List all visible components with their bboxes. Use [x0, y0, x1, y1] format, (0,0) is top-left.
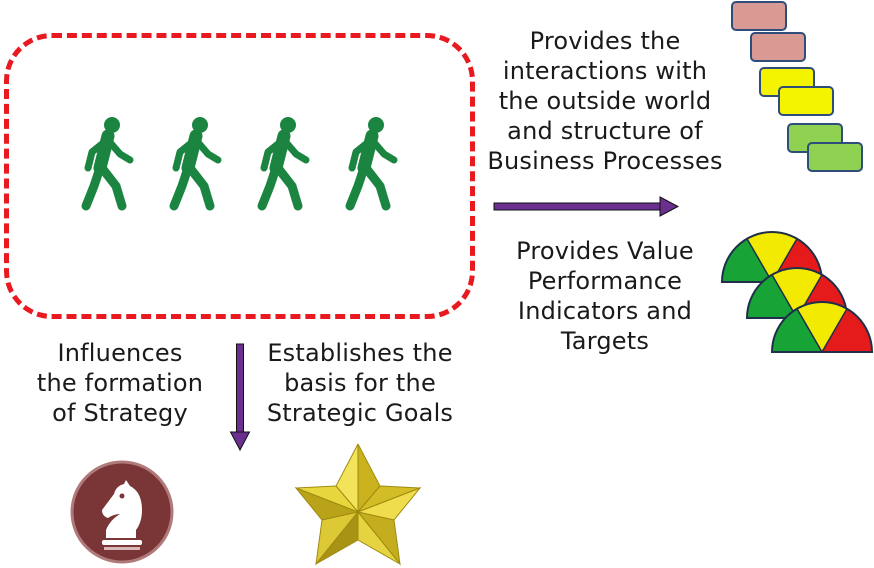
process-blocks-icon: [731, 1, 863, 172]
walking-person-icon: [169, 117, 222, 211]
establishes-goals-text: Establishes the basis for the Strategic …: [266, 339, 454, 427]
value-indicators-text: Provides Value Performance Indicators an…: [516, 237, 694, 355]
influences-strategy-text: Influences the formation of Strategy: [36, 339, 204, 427]
walking-person-icon: [257, 117, 310, 211]
star-icon: [294, 443, 422, 566]
walking-person-icon: [81, 117, 134, 211]
walking-people-group: [78, 116, 408, 216]
interactions-text: Provides the interactions with the outsi…: [487, 27, 723, 175]
right-arrow: [493, 196, 680, 217]
chess-knight-icon: [70, 460, 174, 564]
people-group-box: [4, 33, 475, 319]
down-arrow: [229, 343, 251, 452]
gauges-icon: [721, 231, 873, 353]
walking-person-icon: [345, 117, 398, 211]
